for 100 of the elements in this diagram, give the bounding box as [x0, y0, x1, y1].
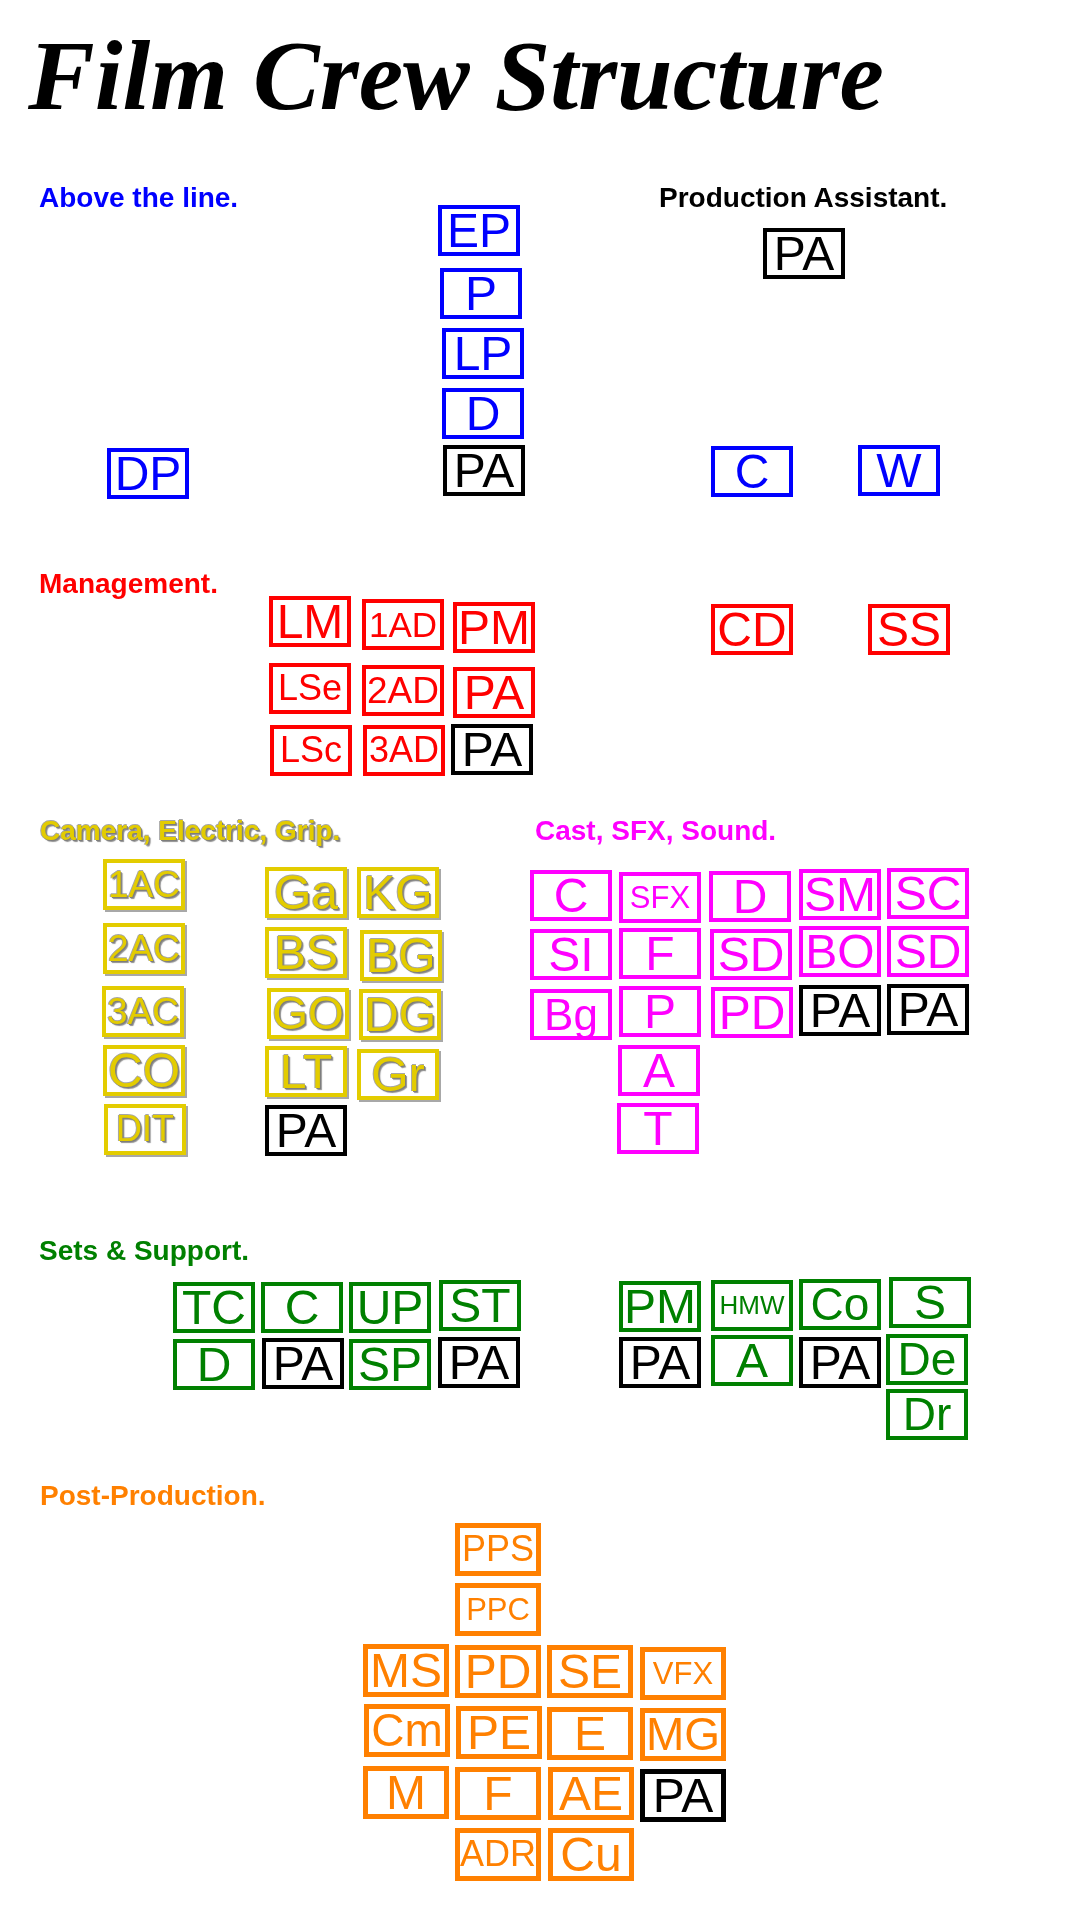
role-abbreviation: SD — [894, 929, 962, 974]
role-abbreviation: DP — [114, 451, 182, 496]
role-box — [799, 1279, 881, 1330]
role-abbreviation: MG — [645, 1713, 721, 1756]
role-box — [886, 1389, 968, 1440]
role-box — [709, 871, 791, 922]
role-box — [262, 1338, 344, 1389]
role-abbreviation: PA — [629, 1340, 691, 1385]
role-abbreviation: PA — [652, 1773, 714, 1818]
role-box — [103, 923, 185, 974]
role-abbreviation: Cm — [371, 1709, 443, 1752]
role-box — [799, 926, 881, 977]
role-abbreviation: Dr — [902, 1393, 952, 1436]
role-box — [102, 986, 184, 1037]
role-box — [265, 1046, 347, 1097]
role-abbreviation: SFX — [629, 883, 691, 912]
role-box — [710, 929, 792, 980]
role-box — [887, 868, 969, 919]
role-abbreviation: F — [645, 931, 675, 976]
role-abbreviation: C — [284, 1285, 320, 1330]
role-box — [619, 872, 701, 923]
role-box — [711, 987, 793, 1038]
role-abbreviation: SD — [717, 932, 785, 977]
role-box — [270, 725, 352, 776]
role-box — [455, 1767, 541, 1820]
role-abbreviation: 3AC — [107, 994, 179, 1029]
role-box — [455, 1523, 541, 1576]
role-box — [107, 448, 189, 499]
role-abbreviation: BG — [366, 933, 436, 978]
role-box — [868, 604, 950, 655]
role-abbreviation: LM — [276, 599, 344, 644]
role-box — [618, 1045, 700, 1096]
role-box — [887, 984, 969, 1035]
role-abbreviation: Bg — [544, 994, 598, 1035]
role-box — [440, 268, 522, 319]
role-box — [548, 1767, 634, 1820]
role-abbreviation: PA — [897, 987, 959, 1032]
role-abbreviation: W — [876, 448, 922, 493]
role-abbreviation: Co — [810, 1283, 870, 1326]
role-box — [889, 1277, 971, 1328]
role-abbreviation: PA — [448, 1340, 510, 1385]
role-box — [362, 665, 444, 716]
role-box — [455, 1583, 541, 1636]
role-abbreviation: PA — [272, 1341, 334, 1386]
role-box — [619, 986, 701, 1037]
role-abbreviation: VFX — [652, 1659, 714, 1688]
role-box — [265, 927, 347, 978]
role-box — [887, 926, 969, 977]
role-abbreviation: PM — [624, 1284, 696, 1329]
role-abbreviation: F — [483, 1771, 513, 1816]
role-abbreviation: C — [734, 449, 770, 494]
role-abbreviation: MS — [370, 1648, 442, 1693]
role-box — [640, 1769, 726, 1822]
role-box — [455, 1828, 541, 1881]
role-abbreviation: SE — [558, 1649, 622, 1694]
role-box — [711, 446, 793, 497]
section-heading: Management. — [39, 569, 218, 600]
role-abbreviation: UP — [356, 1285, 424, 1330]
role-abbreviation: P — [644, 989, 676, 1034]
role-abbreviation: PM — [458, 605, 530, 650]
role-abbreviation: C — [553, 873, 589, 918]
section-heading: Above the line. — [39, 183, 239, 214]
role-abbreviation: D — [465, 391, 501, 436]
role-abbreviation: BS — [274, 930, 338, 975]
role-box — [640, 1647, 726, 1700]
role-abbreviation: PPS — [461, 1533, 534, 1566]
role-abbreviation: PA — [809, 988, 871, 1033]
role-abbreviation: PD — [718, 990, 786, 1035]
role-abbreviation: PA — [463, 670, 525, 715]
role-abbreviation: DG — [364, 992, 436, 1037]
role-box — [530, 929, 612, 980]
role-abbreviation: EP — [447, 208, 511, 253]
role-abbreviation: D — [732, 874, 768, 919]
role-abbreviation: S — [914, 1280, 946, 1325]
role-box — [442, 328, 524, 379]
role-box — [261, 1282, 343, 1333]
role-abbreviation: LP — [453, 331, 513, 376]
role-abbreviation: CO — [108, 1048, 180, 1093]
role-box — [362, 599, 444, 650]
role-abbreviation: De — [897, 1338, 957, 1381]
role-abbreviation: PA — [453, 448, 515, 493]
role-abbreviation: Gr — [371, 1052, 425, 1097]
role-abbreviation: A — [643, 1048, 675, 1093]
role-box — [364, 1704, 450, 1757]
role-abbreviation: P — [465, 271, 497, 316]
role-box — [363, 1644, 449, 1697]
role-abbreviation: SM — [804, 872, 876, 917]
role-box — [547, 1707, 633, 1760]
role-abbreviation: PD — [464, 1649, 532, 1694]
role-box — [360, 930, 442, 981]
role-box — [443, 445, 525, 496]
role-abbreviation: T — [643, 1106, 673, 1151]
role-abbreviation: ADR — [460, 1838, 536, 1871]
role-box — [711, 1280, 793, 1331]
role-abbreviation: SS — [877, 607, 941, 652]
role-box — [619, 1337, 701, 1388]
role-abbreviation: 2AC — [108, 931, 180, 966]
role-box — [548, 1828, 634, 1881]
role-box — [173, 1282, 255, 1333]
role-abbreviation: ST — [449, 1283, 511, 1328]
